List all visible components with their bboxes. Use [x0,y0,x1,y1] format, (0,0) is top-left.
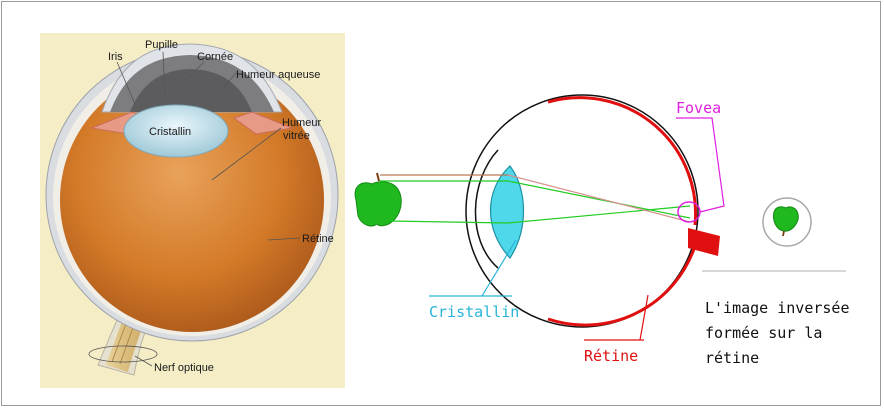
label-iris: Iris [108,51,123,63]
caption-line-3: rétine [705,349,759,367]
caption-line-2: formée sur la [705,324,822,342]
label-cristallin-anatomy: Cristallin [149,126,191,138]
optics-diagram: Fovea Cristallin Rétine L'image inversée… [355,95,849,367]
label-retine-anatomy: Rétine [302,233,334,245]
label-cornee: Cornée [197,51,233,63]
label-humeur-vitree-1: Humeur [282,117,321,129]
label-retine-optic: Rétine [584,347,638,365]
label-humeur-aqueuse: Humeur aqueuse [236,69,320,81]
label-cristallin-optic: Cristallin [429,303,519,321]
caption-line-1: L'image inversée [705,299,850,317]
anatomy-diagram: Pupille Iris Cornée Humeur aqueuse Crist… [40,33,345,388]
label-humeur-vitree-2: vitrée [283,130,310,142]
label-fovea: Fovea [676,99,721,117]
label-nerf-optique: Nerf optique [154,362,214,374]
label-pupille: Pupille [145,39,178,51]
